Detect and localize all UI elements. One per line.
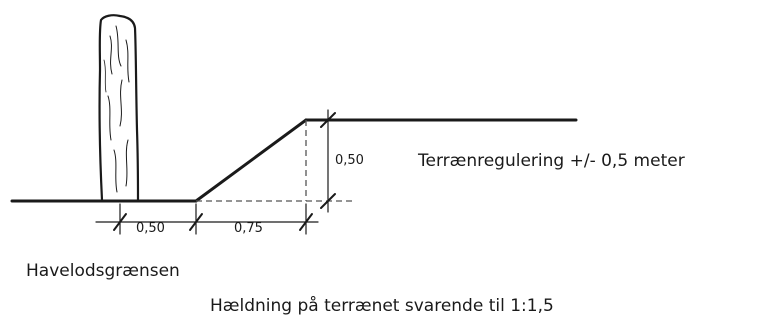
reference-dashes	[196, 120, 356, 202]
slope-line	[194, 118, 308, 203]
tick-slope-top	[299, 213, 313, 231]
tick-vertical-top	[320, 112, 336, 128]
tick-vertical-bottom	[320, 193, 336, 209]
dim-label-run: 0,75	[234, 221, 263, 236]
dim-label-offset: 0,50	[136, 221, 165, 236]
slope-caption: Hældning på terrænet svarende til 1:1,5	[210, 295, 554, 316]
tree-trunk-icon	[98, 14, 140, 202]
dimension-ticks	[113, 112, 336, 231]
dimension-lines	[95, 109, 343, 235]
terrain-profile	[10, 118, 578, 203]
diagram-title: Terrænregulering +/- 0,5 meter	[417, 151, 685, 171]
tick-trunk	[113, 213, 127, 231]
boundary-label: Havelodsgrænsen	[26, 261, 180, 281]
tick-slope-toe	[189, 213, 203, 231]
dim-label-rise: 0,50	[335, 153, 364, 168]
